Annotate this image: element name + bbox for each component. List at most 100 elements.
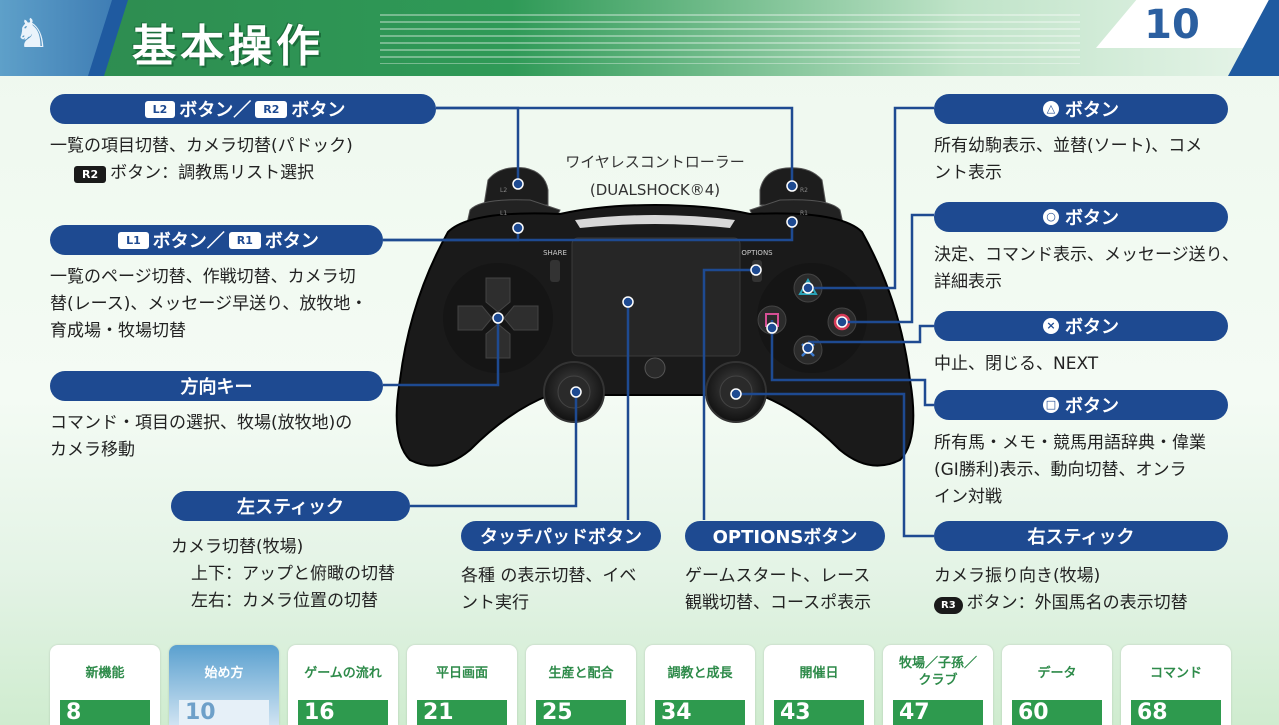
nav-tab-page: 8 <box>60 700 150 725</box>
racehorse-icon: ♞ <box>14 11 50 57</box>
r2-text: R2 <box>800 187 808 194</box>
desc-triangle: 所有幼駒表示、並替(ソート)、コメ ント表示 <box>934 133 1202 187</box>
desc-left-stick: カメラ切替(牧場) 上下：アップと俯瞰の切替 左右：カメラ位置の切替 <box>171 534 395 615</box>
desc-line: カメラ移動 <box>50 440 135 460</box>
nav-tab-label: 生産と配合 <box>548 666 614 681</box>
label-text: ボタン <box>1065 396 1119 417</box>
desc-line: 決定、コマンド表示、メッセージ送り、 <box>934 245 1239 265</box>
r3-badge: R3 <box>934 597 963 614</box>
nav-tab-page: 47 <box>893 700 983 725</box>
share-label: SHARE <box>543 249 567 257</box>
desc-line: カメラ切替(牧場) <box>171 537 304 557</box>
label-cross: × ボタン <box>934 311 1228 341</box>
r1-badge: R1 <box>228 231 261 249</box>
r2-badge: R2 <box>255 100 288 118</box>
nav-tab-label: 開催日 <box>799 666 839 681</box>
nav-tab-label: 新機能 <box>85 666 125 681</box>
label-text: ボタン <box>1065 208 1119 229</box>
share-button <box>550 260 560 282</box>
nav-tab-label: 牧場／子孫／クラブ <box>898 656 977 688</box>
desc-line: イン対戦 <box>934 487 1002 507</box>
dpad-right <box>503 305 539 331</box>
nav-tab-page: 10 <box>179 700 269 725</box>
cross-icon: × <box>1043 318 1059 334</box>
label-left-stick: 左スティック <box>171 491 410 521</box>
desc-line: ント表示 <box>934 163 1002 183</box>
r2-badge: R2 <box>74 166 107 183</box>
desc-line: コマンド・項目の選択、牧場(放牧地)の <box>50 413 353 433</box>
caption-line-2: (DUALSHOCK®4) <box>589 181 721 199</box>
desc-dpad: コマンド・項目の選択、牧場(放牧地)の カメラ移動 <box>50 410 352 464</box>
desc-line: 替(レース)、メッセージ早送り、放牧地・ <box>50 294 368 314</box>
nav-tab-label: ゲームの流れ <box>304 666 382 681</box>
desc-line: ボタン：調教馬リスト選択 <box>110 163 315 183</box>
desc-line: (GⅠ勝利)表示、動向切替、オンラ <box>934 460 1187 480</box>
nav-tab-race-day[interactable]: 開催日 43 <box>764 645 874 725</box>
header-speed-lines <box>380 14 1080 64</box>
label-l2-r2: L2 ボタン／ R2 ボタン <box>50 94 436 124</box>
label-options: OPTIONSボタン <box>685 521 885 551</box>
label-l1-r1: L1 ボタン／ R1 ボタン <box>50 225 383 255</box>
nav-tab-data[interactable]: データ 60 <box>1002 645 1112 725</box>
nav-tab-page: 43 <box>774 700 864 725</box>
desc-line: 所有馬・メモ・競馬用語辞典・偉業 <box>934 433 1206 453</box>
controller-caption: ワイヤレスコントローラー (DUALSHOCK®4) <box>540 148 770 204</box>
nav-tab-commands[interactable]: コマンド 68 <box>1121 645 1231 725</box>
desc-cross: 中止、閉じる、NEXT <box>934 351 1098 378</box>
nav-tab-page: 34 <box>655 700 745 725</box>
desc-square: 所有馬・メモ・競馬用語辞典・偉業 (GⅠ勝利)表示、動向切替、オンラ イン対戦 <box>934 430 1206 511</box>
nav-tab-page: 21 <box>417 700 507 725</box>
nav-tab-new-features[interactable]: 新機能 8 <box>50 645 160 725</box>
label-triangle: △ ボタン <box>934 94 1228 124</box>
nav-tab-weekday-screen[interactable]: 平日画面 21 <box>407 645 517 725</box>
nav-tab-label: データ <box>1037 666 1077 681</box>
label-circle: ○ ボタン <box>934 202 1228 232</box>
chapter-nav: 新機能 8 始め方 10 ゲームの流れ 16 平日画面 21 生産と配合 25 … <box>50 645 1231 725</box>
l2-text: L2 <box>500 187 507 194</box>
label-right-stick: 右スティック <box>934 521 1228 551</box>
ps-button <box>644 357 666 379</box>
dpad-up <box>485 277 511 313</box>
desc-line: 各種 の表示切替、イベ <box>461 566 637 586</box>
label-touchpad: タッチパッドボタン <box>461 521 661 551</box>
desc-line: ボタン：外国馬名の表示切替 <box>966 593 1188 613</box>
desc-line: カメラ振り向き(牧場) <box>934 566 1101 586</box>
nav-tab-training[interactable]: 調教と成長 34 <box>645 645 755 725</box>
desc-touchpad: 各種 の表示切替、イベ ント実行 <box>461 563 636 617</box>
page-number: 10 <box>1144 2 1200 48</box>
nav-tab-page: 25 <box>536 700 626 725</box>
label-text: ボタン <box>1065 100 1119 121</box>
desc-options: ゲームスタート、レース 観戦切替、コースポ表示 <box>685 563 871 617</box>
nav-tab-page: 60 <box>1012 700 1102 725</box>
nav-tab-label: 平日画面 <box>435 666 488 681</box>
desc-line: 中止、閉じる、NEXT <box>934 354 1099 374</box>
desc-line: 一覧のページ切替、作戦切替、カメラ切 <box>50 267 356 287</box>
nav-tab-label: 調教と成長 <box>667 666 733 681</box>
page-title: 基本操作 <box>132 21 324 72</box>
desc-line: 育成場・牧場切替 <box>50 321 186 341</box>
desc-line: ゲームスタート、レース <box>685 566 871 586</box>
label-text: ボタン <box>264 231 319 252</box>
desc-line: 観戦切替、コースポ表示 <box>685 593 872 613</box>
nav-tab-page: 68 <box>1131 700 1221 725</box>
triangle-icon: △ <box>1043 101 1059 117</box>
nav-tab-getting-started[interactable]: 始め方 10 <box>169 645 279 725</box>
desc-circle: 決定、コマンド表示、メッセージ送り、 詳細表示 <box>934 242 1239 296</box>
desc-l1-r1: 一覧のページ切替、作戦切替、カメラ切 替(レース)、メッセージ早送り、放牧地・ … <box>50 264 367 345</box>
r1-text: R1 <box>800 210 808 217</box>
nav-tab-breeding[interactable]: 生産と配合 25 <box>526 645 636 725</box>
nav-tab-farm-club[interactable]: 牧場／子孫／クラブ 47 <box>883 645 993 725</box>
label-square: □ ボタン <box>934 390 1228 420</box>
nav-tab-game-flow[interactable]: ゲームの流れ 16 <box>288 645 398 725</box>
dpad-left <box>457 305 493 331</box>
circle-icon: ○ <box>1043 209 1059 225</box>
desc-line: 上下：アップと俯瞰の切替 <box>191 564 395 584</box>
desc-line: 詳細表示 <box>934 272 1002 292</box>
label-text: ボタン <box>1065 317 1119 338</box>
l1-badge: L1 <box>118 231 149 249</box>
l1-text: L1 <box>500 210 507 217</box>
caption-line-1: ワイヤレスコントローラー <box>565 153 745 171</box>
label-sep: ボタン／ <box>152 231 225 252</box>
